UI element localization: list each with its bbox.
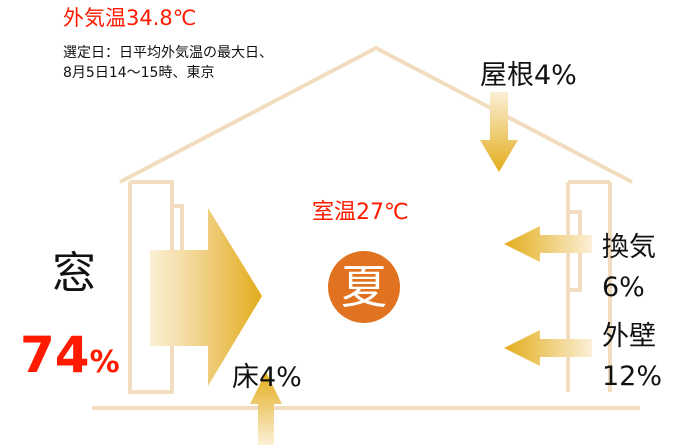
window-percent-unit: % [89, 345, 120, 380]
room-temperature-label: 室温27℃ [312, 200, 409, 225]
window-heat-arrow [150, 208, 262, 386]
ventilation-name: 換気 [602, 232, 656, 263]
outside-note-line-2: 8月5日14～15時、東京 [63, 65, 215, 81]
window-heat-percent: 74% [20, 330, 120, 380]
wall-heat-arrow [504, 330, 592, 366]
season-label: 夏 [341, 260, 387, 314]
roof-heat-arrow [480, 92, 518, 172]
wall-heat-label: 外壁 12% [602, 317, 662, 397]
wall-percent: 12% [602, 361, 663, 392]
ventilation-heat-arrow [504, 226, 592, 262]
outside-temperature-note: 選定日：日平均外気温の最大日、 8月5日14～15時、東京 [63, 43, 273, 83]
outside-note-line-1: 選定日：日平均外気温の最大日、 [63, 45, 273, 61]
window-percent-value: 74 [20, 326, 90, 384]
outside-temperature-label: 外気温34.8℃ [63, 6, 197, 30]
roof-heat-label: 屋根4% [480, 60, 577, 91]
floor-heat-arrow [250, 372, 282, 445]
season-circle [328, 251, 400, 323]
window-heat-name: 窓 [52, 248, 96, 299]
house-outline [119, 45, 633, 394]
ventilation-percent: 6% [602, 272, 645, 303]
floor-heat-label: 床4% [232, 362, 302, 393]
ventilation-heat-label: 換気 6% [602, 228, 656, 308]
wall-name: 外壁 [602, 321, 656, 352]
